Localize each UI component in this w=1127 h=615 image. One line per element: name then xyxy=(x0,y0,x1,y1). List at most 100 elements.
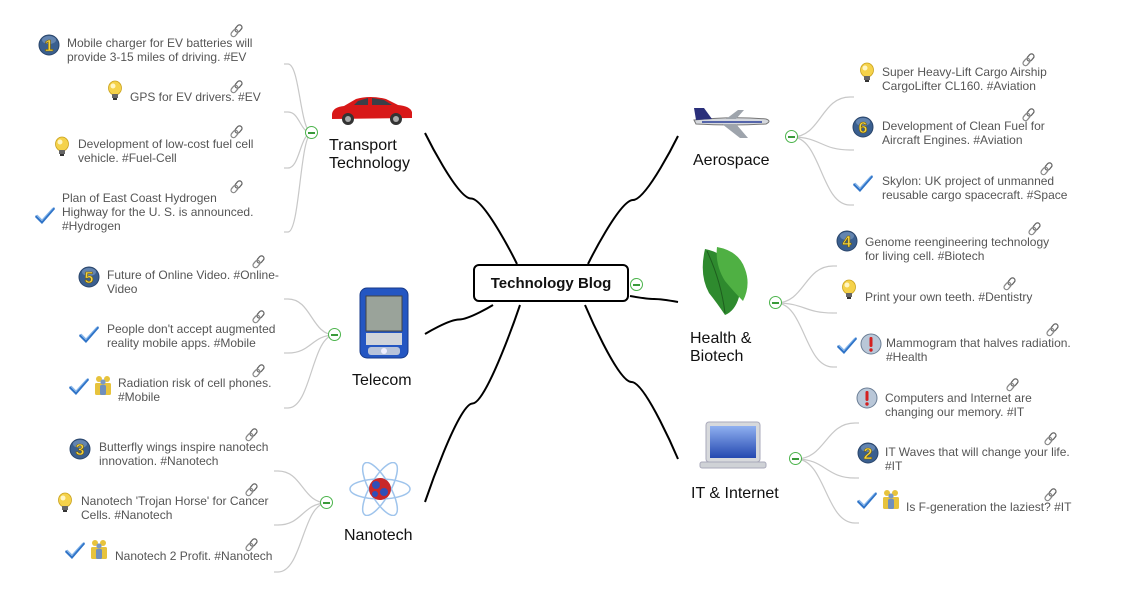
subtopic-connector xyxy=(775,265,834,304)
subtopic-text-line: Nanotech 2 Profit. #Nanotech xyxy=(115,549,273,563)
branch-connector-telecom xyxy=(424,304,494,335)
hyperlink-icon[interactable] xyxy=(245,483,259,497)
subtopic-text: Nanotech 2 Profit. #Nanotech xyxy=(115,549,272,563)
hyperlink-icon[interactable] xyxy=(1028,222,1042,236)
hyperlink-icon[interactable] xyxy=(1044,432,1058,446)
hyperlink-icon[interactable] xyxy=(1046,323,1060,337)
priority-5-icon: 5 xyxy=(78,266,100,288)
idea-bulb-icon xyxy=(860,62,874,82)
hyperlink-icon[interactable] xyxy=(1003,277,1017,291)
checkmark-icon xyxy=(35,207,55,224)
subtopic-text: Mammogram that halves radiation.#Health xyxy=(886,336,1071,364)
subtopic-text-line: Mammogram that halves radiation. xyxy=(886,336,1071,350)
checkmark-icon xyxy=(79,326,99,343)
subtopic-text-line: changing our memory. #IT xyxy=(885,405,1025,419)
subtopic-text-line: for living cell. #Biotech xyxy=(865,249,985,263)
subtopic-text-line: #Hydrogen xyxy=(62,219,121,233)
subtopic-connector xyxy=(791,136,851,206)
checkmark-icon xyxy=(837,337,857,354)
pda-device-icon xyxy=(359,287,409,359)
hyperlink-icon[interactable] xyxy=(1044,488,1058,502)
subtopic-text-line: People don't accept augmented xyxy=(107,322,276,336)
laptop-icon xyxy=(699,421,767,469)
subtopic-text-line: Aircraft Engines. #Aviation xyxy=(882,133,1023,147)
hyperlink-icon[interactable] xyxy=(1006,378,1020,392)
topic-aerospace[interactable]: Aerospace xyxy=(693,152,770,170)
hyperlink-icon[interactable] xyxy=(1022,53,1036,67)
subtopic-text: Is F-generation the laziest? #IT xyxy=(906,500,1071,514)
central-collapse-button[interactable] xyxy=(630,278,643,291)
subtopic-connector xyxy=(277,502,328,526)
subtopic-text: Print your own teeth. #Dentistry xyxy=(865,290,1032,304)
hyperlink-icon[interactable] xyxy=(245,428,259,442)
hyperlink-icon[interactable] xyxy=(230,180,244,194)
subtopic-text-line: Mobile charger for EV batteries will xyxy=(67,36,253,50)
svg-text:5: 5 xyxy=(85,270,94,287)
branch-connector-transport xyxy=(424,132,518,265)
idea-bulb-icon xyxy=(842,279,856,299)
svg-text:2: 2 xyxy=(864,446,873,463)
priority-4-icon: 4 xyxy=(836,230,858,252)
topic-label-line: Aerospace xyxy=(693,152,770,169)
idea-bulb-icon xyxy=(58,492,72,512)
subtopic-text-line: reality mobile apps. #Mobile xyxy=(107,336,256,350)
subtopic-text-line: innovation. #Nanotech xyxy=(99,454,219,468)
topic-health[interactable]: Health &Biotech xyxy=(690,330,751,366)
subtopic-text-line: #IT xyxy=(885,459,903,473)
subtopic-text-line: Future of Online Video. #Online- xyxy=(107,268,279,282)
topic-label-line: IT & Internet xyxy=(691,485,779,502)
subtopic-text-line: #Mobile xyxy=(118,390,161,404)
subtopic-connector xyxy=(791,136,851,151)
topic-label-line: Biotech xyxy=(690,348,744,365)
subtopic-text-line: Radiation risk of cell phones. xyxy=(118,376,272,390)
hyperlink-icon[interactable] xyxy=(252,310,266,324)
topic-it[interactable]: IT & Internet xyxy=(691,485,779,503)
subtopic-connector xyxy=(795,458,856,479)
hyperlink-icon[interactable] xyxy=(1022,108,1036,122)
topic-telecom[interactable]: Telecom xyxy=(352,372,412,390)
subtopic-text-line: Highway for the U. S. is announced. xyxy=(62,205,254,219)
collapse-button-it[interactable] xyxy=(789,452,802,465)
exclamation-icon xyxy=(856,387,878,409)
people-icon xyxy=(95,376,111,395)
topic-nanotech[interactable]: Nanotech xyxy=(344,527,413,545)
hyperlink-icon[interactable] xyxy=(230,24,244,38)
subtopic-text-line: Genome reengineering technology xyxy=(865,235,1050,249)
hyperlink-icon[interactable] xyxy=(230,125,244,139)
topic-label-line: Nanotech xyxy=(344,527,413,544)
central-topic[interactable]: Technology Blog xyxy=(473,264,629,302)
subtopic-connector xyxy=(277,470,328,504)
exclamation-icon xyxy=(860,333,882,355)
subtopic-text-line: provide 3-15 miles of driving. #EV xyxy=(67,50,247,64)
idea-bulb-icon xyxy=(108,80,122,100)
collapse-button-transport[interactable] xyxy=(305,126,318,139)
subtopic-text-line: reusable cargo spacecraft. #Space xyxy=(882,188,1068,202)
hyperlink-icon[interactable] xyxy=(252,364,266,378)
collapse-button-nanotech[interactable] xyxy=(320,496,333,509)
svg-text:4: 4 xyxy=(843,234,852,251)
airplane-icon xyxy=(693,108,770,138)
subtopic-text: IT Waves that will change your life.#IT xyxy=(885,445,1070,473)
subtopic-text-line: Is F-generation the laziest? #IT xyxy=(906,500,1072,514)
checkmark-icon xyxy=(853,175,873,192)
checkmark-icon xyxy=(65,542,85,559)
subtopic-text: Radiation risk of cell phones.#Mobile xyxy=(118,376,271,404)
subtopic-text-line: Butterfly wings inspire nanotech xyxy=(99,440,269,454)
subtopic-text-line: vehicle. #Fuel-Cell xyxy=(78,151,177,165)
hyperlink-icon[interactable] xyxy=(230,80,244,94)
subtopic-text-line: Super Heavy-Lift Cargo Airship xyxy=(882,65,1047,79)
hyperlink-icon[interactable] xyxy=(1040,162,1054,176)
collapse-button-aerospace[interactable] xyxy=(785,130,798,143)
hyperlink-icon[interactable] xyxy=(245,538,259,552)
collapse-button-health[interactable] xyxy=(769,296,782,309)
subtopic-connector xyxy=(795,422,856,460)
hyperlink-icon[interactable] xyxy=(252,255,266,269)
collapse-button-telecom[interactable] xyxy=(328,328,341,341)
